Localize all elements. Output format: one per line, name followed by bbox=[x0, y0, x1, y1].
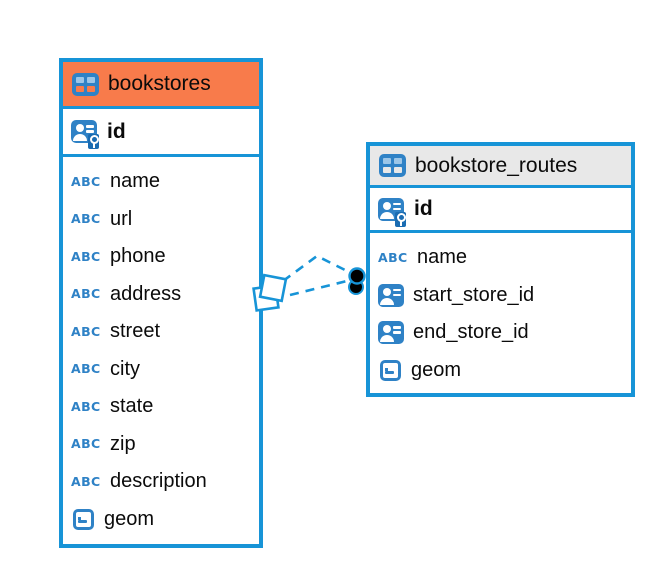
reference-type-icon bbox=[378, 283, 404, 307]
column-row-geom[interactable]: geom bbox=[370, 352, 631, 390]
table-icon bbox=[379, 154, 406, 177]
column-label: description bbox=[110, 470, 207, 493]
column-label: city bbox=[110, 357, 140, 380]
column-row-city[interactable]: ABC city bbox=[63, 351, 259, 389]
column-list: ABC name start_store_id end_store_id geo… bbox=[370, 233, 631, 395]
column-label: geom bbox=[104, 507, 155, 530]
geometry-type-icon bbox=[73, 508, 94, 530]
column-row-street[interactable]: ABC street bbox=[63, 313, 259, 351]
text-type-icon: ABC bbox=[71, 248, 101, 264]
column-row-id[interactable]: id bbox=[370, 188, 631, 233]
column-row-start-store-id[interactable]: start_store_id bbox=[370, 277, 631, 315]
text-type-icon: ABC bbox=[71, 361, 101, 376]
column-label: zip bbox=[110, 432, 136, 455]
column-row-end-store-id[interactable]: end_store_id bbox=[370, 314, 631, 352]
column-row-name[interactable]: ABC name bbox=[63, 163, 259, 201]
column-label: name bbox=[110, 170, 161, 193]
column-label: start_store_id bbox=[413, 283, 535, 306]
column-row-phone[interactable]: ABC phone bbox=[63, 238, 259, 276]
text-type-icon: ABC bbox=[71, 323, 101, 339]
primary-key-icon bbox=[71, 120, 99, 149]
column-row-url[interactable]: ABC url bbox=[63, 201, 259, 239]
column-label: geom bbox=[411, 358, 462, 381]
relationship-target-marker[interactable] bbox=[348, 267, 366, 295]
text-type-icon: ABC bbox=[71, 436, 101, 451]
text-type-icon: ABC bbox=[71, 211, 101, 226]
table-icon bbox=[72, 72, 99, 96]
column-row-id[interactable]: id bbox=[63, 109, 259, 157]
column-label: address bbox=[110, 282, 182, 305]
table-title: bookstores bbox=[108, 72, 211, 95]
column-label: street bbox=[110, 320, 161, 343]
column-label: name bbox=[417, 246, 468, 269]
relationship-link-end-store[interactable] bbox=[289, 279, 348, 297]
column-list: ABC name ABC url ABC phone ABC address A… bbox=[63, 157, 259, 544]
text-type-icon: ABC bbox=[378, 249, 408, 265]
column-label: end_store_id bbox=[413, 321, 529, 344]
text-type-icon: ABC bbox=[71, 398, 101, 414]
text-type-icon: ABC bbox=[71, 173, 101, 189]
column-row-zip[interactable]: ABC zip bbox=[63, 426, 259, 464]
table-title: bookstore_routes bbox=[415, 153, 578, 177]
column-row-description[interactable]: ABC description bbox=[63, 463, 259, 501]
column-label: id bbox=[107, 119, 126, 143]
column-label: id bbox=[414, 197, 433, 220]
column-label: phone bbox=[110, 245, 166, 268]
relationship-link-start-store[interactable] bbox=[282, 254, 352, 283]
column-label: state bbox=[110, 395, 154, 418]
table-bookstore-routes[interactable]: bookstore_routes id ABC name start_store… bbox=[366, 142, 635, 397]
table-bookstores-header[interactable]: bookstores bbox=[63, 62, 259, 109]
text-type-icon: ABC bbox=[71, 286, 101, 301]
table-bookstores[interactable]: bookstores id ABC name ABC url ABC phone… bbox=[59, 58, 263, 548]
table-bookstore-routes-header[interactable]: bookstore_routes bbox=[370, 146, 631, 188]
column-label: url bbox=[110, 207, 133, 230]
column-row-geom[interactable]: geom bbox=[63, 501, 259, 539]
text-type-icon: ABC bbox=[71, 473, 101, 489]
column-row-name[interactable]: ABC name bbox=[370, 239, 631, 277]
reference-type-icon bbox=[378, 321, 404, 345]
column-row-address[interactable]: ABC address bbox=[63, 276, 259, 314]
geometry-type-icon bbox=[380, 359, 401, 381]
column-row-state[interactable]: ABC state bbox=[63, 388, 259, 426]
primary-key-icon bbox=[378, 197, 406, 227]
